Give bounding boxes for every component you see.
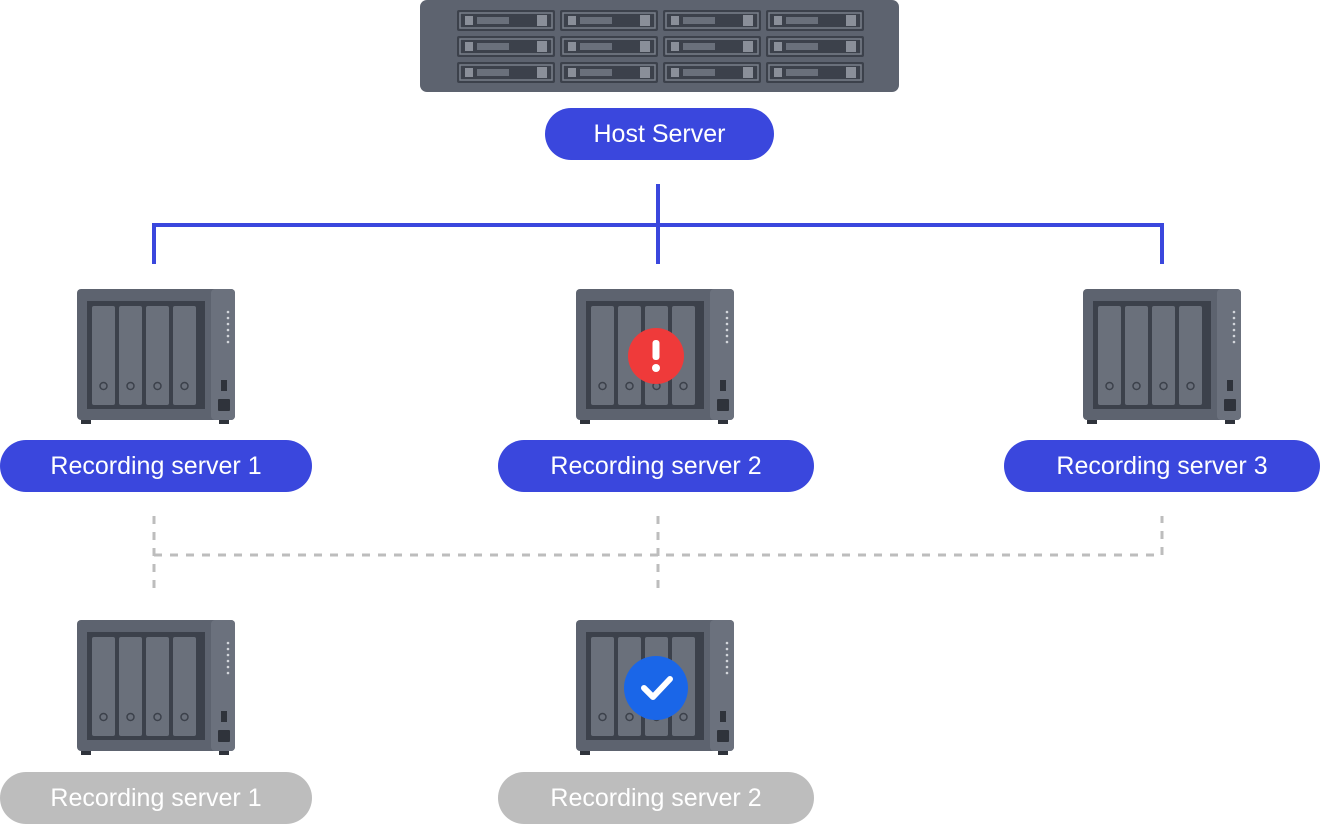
drive-bay [119,306,142,405]
exclamation-icon [628,328,684,384]
drive-bay [119,637,142,736]
drive-bay [591,306,614,405]
drive-bay [1152,306,1175,405]
drive-bay [560,10,658,31]
drive-bay [457,62,555,83]
host-server-label: Host Server [545,108,774,160]
drive-bay [457,10,555,31]
drive-bay [92,306,115,405]
drive-bay [173,637,196,736]
spare-server-2-label: Recording server 2 [498,772,814,824]
recording-server-3-label: Recording server 3 [1004,440,1320,492]
drive-bay [766,36,864,57]
spare-server-1-label: Recording server 1 [0,772,312,824]
recording-server-3-device [1083,289,1241,424]
drive-bay [560,62,658,83]
recording-server-1-label: Recording server 1 [0,440,312,492]
recording-server-1-device [77,289,235,424]
drive-bay [1125,306,1148,405]
drive-bay [663,10,761,31]
drive-bay [766,10,864,31]
drive-bay [560,36,658,57]
drive-bay [173,306,196,405]
host-server-device [420,0,899,92]
failover-connector-lines [152,516,1164,596]
drive-bay [663,62,761,83]
drive-bay [663,36,761,57]
drive-bay [591,637,614,736]
drive-bay [146,306,169,405]
drive-bay [1098,306,1121,405]
host-connector-lines [152,184,1164,264]
drive-bay [457,36,555,57]
drive-bay [1179,306,1202,405]
drive-bay [92,637,115,736]
spare-server-1-device [77,620,235,755]
recording-server-2-label: Recording server 2 [498,440,814,492]
drive-bay [766,62,864,83]
drive-bay [146,637,169,736]
check-icon [624,656,688,720]
